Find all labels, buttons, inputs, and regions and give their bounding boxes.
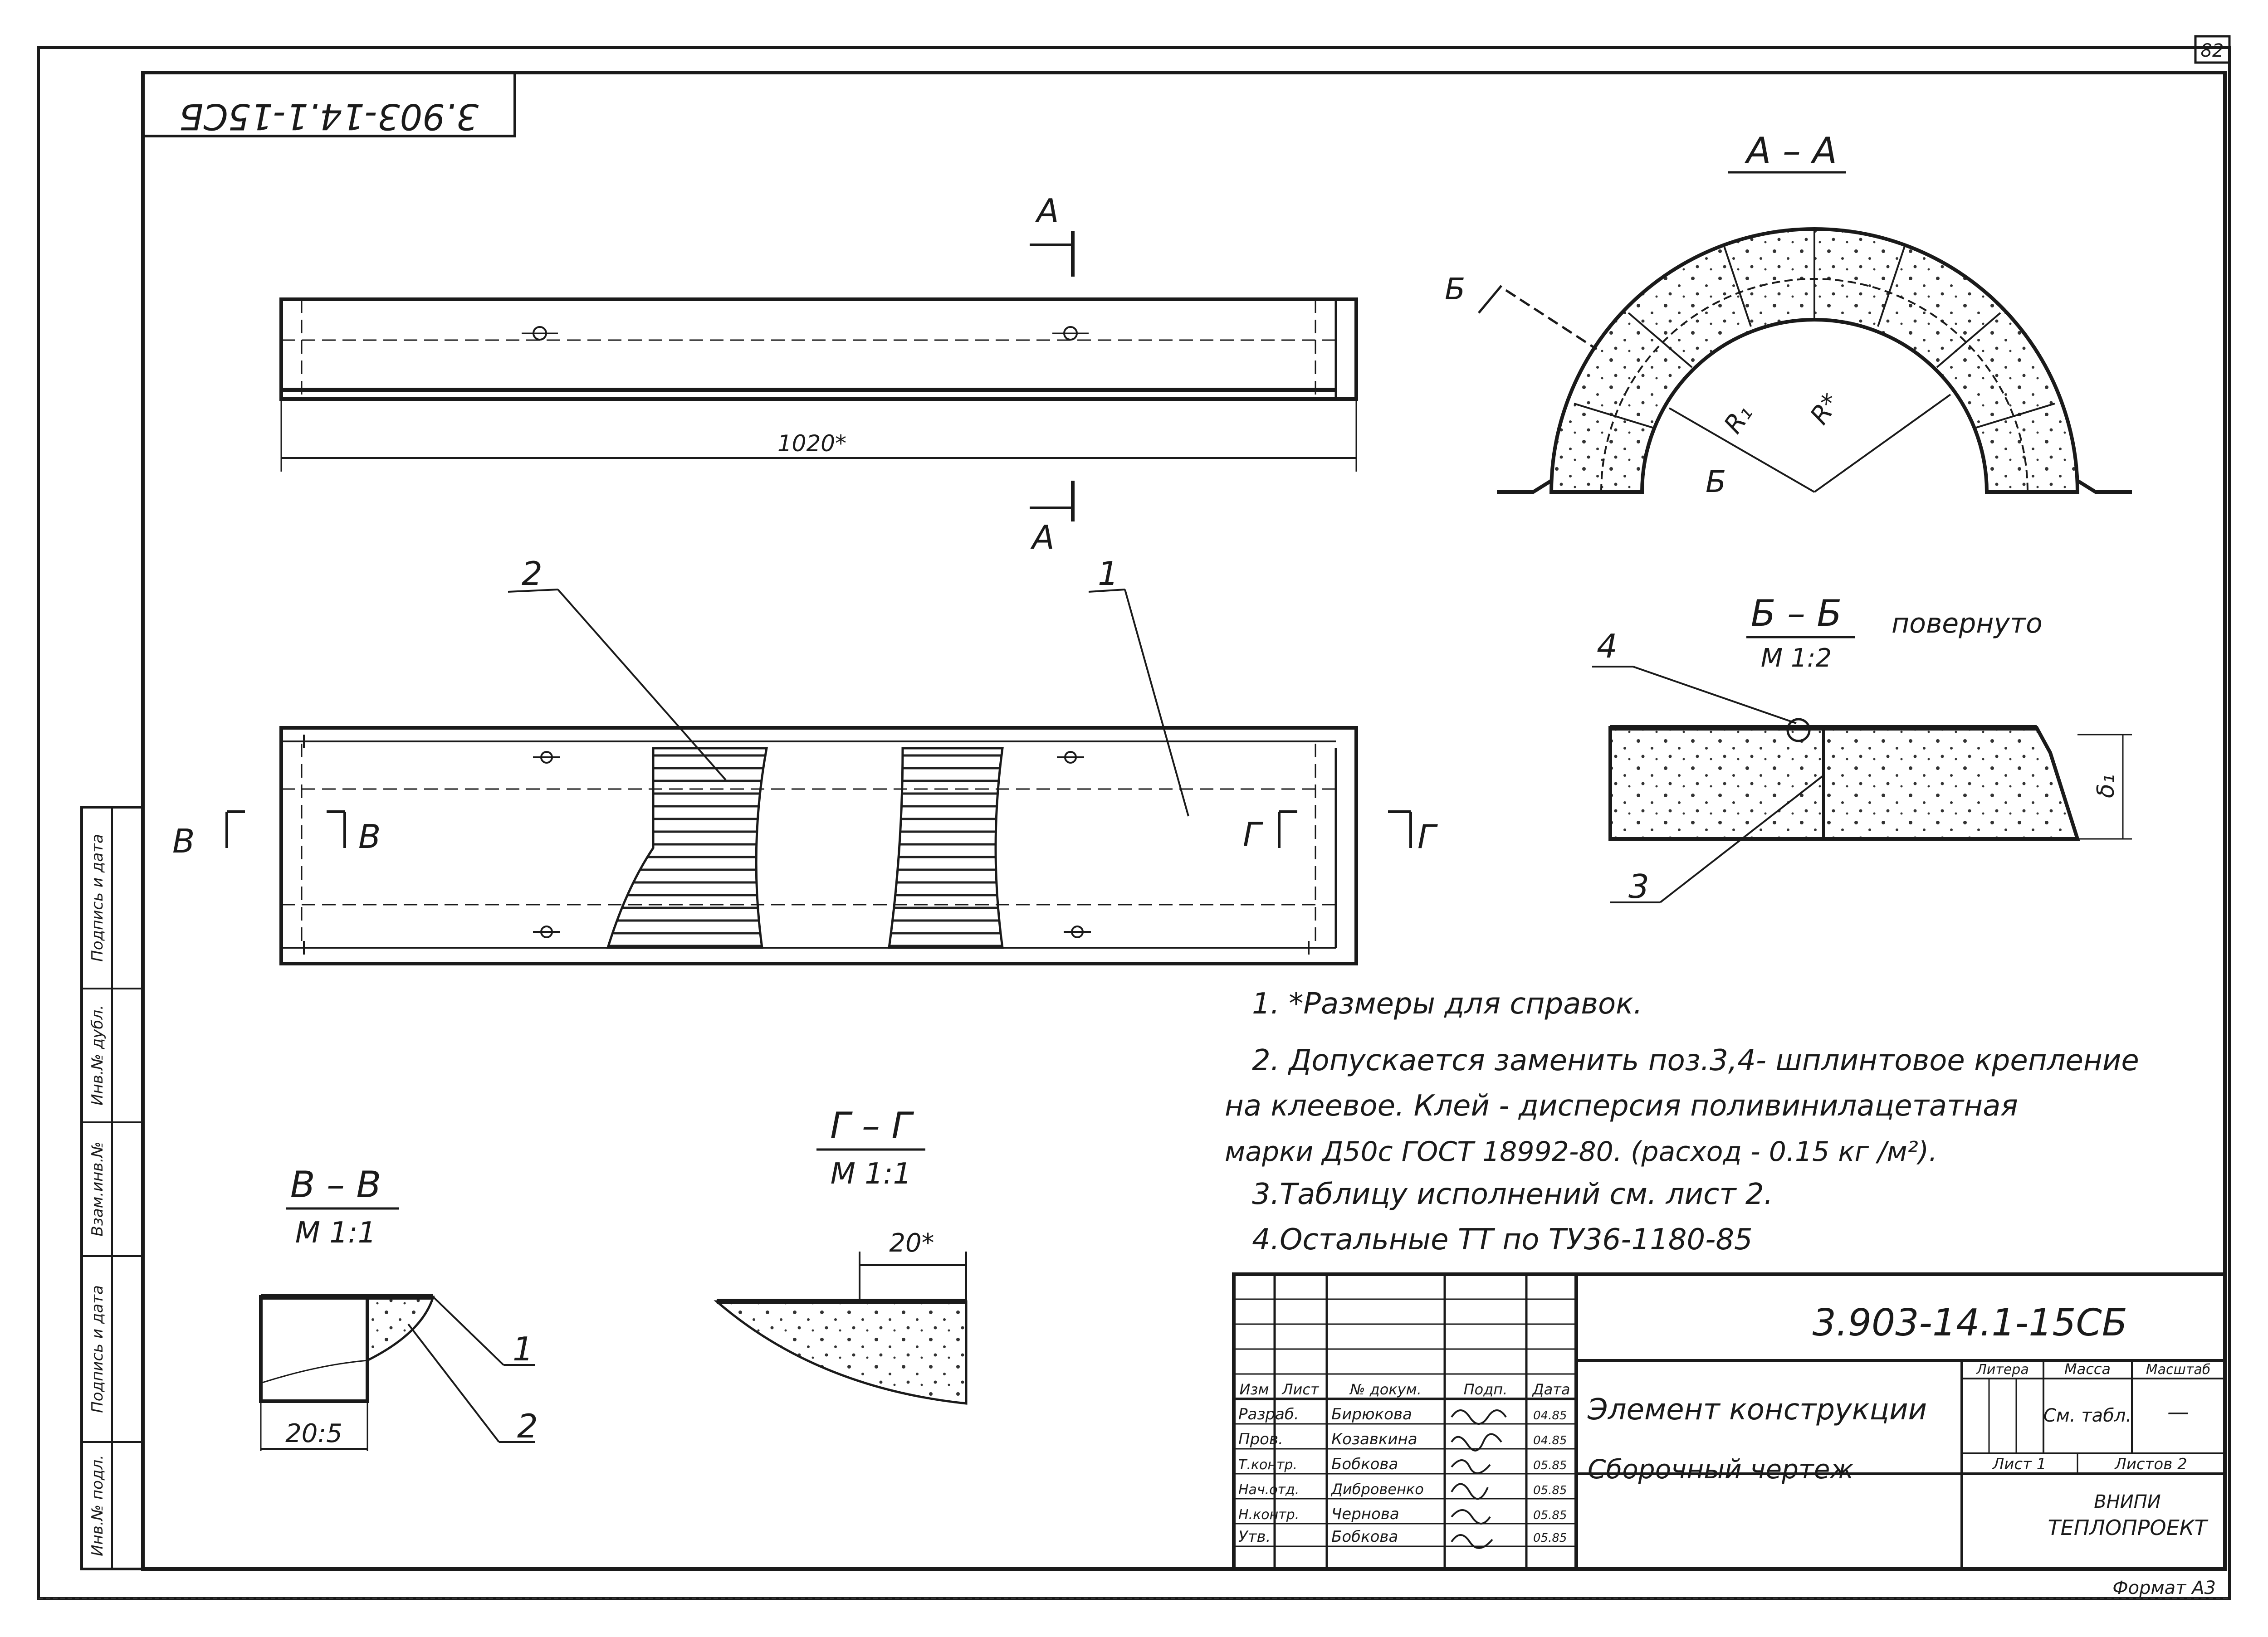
cut-v-left: В	[172, 822, 195, 860]
tb-head-izm: Изм	[1239, 1381, 1269, 1398]
label-r1: R₁	[1718, 399, 1758, 439]
tb-mass-value: См. табл.	[2043, 1405, 2131, 1426]
section-gg-title: Г – Г	[830, 1105, 914, 1147]
signatures	[1451, 1409, 1507, 1549]
notes-block: 1. *Размеры для справок. 2. Допускается …	[1225, 987, 2139, 1257]
tb-head-date: Дата	[1532, 1381, 1570, 1398]
tb-date-2: 05.85	[1533, 1459, 1567, 1472]
tb-sheets: Листов 2	[2114, 1455, 2187, 1473]
tb-head-doc: № докум.	[1349, 1381, 1422, 1398]
side-stamp-column: Инв.№ подл. Подпись и дата Взам.инв.№ Ин…	[80, 806, 144, 1570]
tb-role-2: Т.контр.	[1238, 1457, 1297, 1473]
cut-g-left: Г	[1243, 815, 1263, 853]
tb-sheet: Лист 1	[1992, 1455, 2047, 1473]
tb-org-2: ТЕПЛОПРОЕКТ	[2048, 1515, 2209, 1540]
note-3: 3.Таблицу исполнений см. лист 2.	[1252, 1178, 1773, 1211]
tb-mass-label: Масса	[2064, 1360, 2111, 1378]
tb-role-4: Н.контр.	[1238, 1507, 1299, 1523]
section-aa-title: А – А	[1744, 130, 1837, 172]
tb-title-1: Элемент конструкции	[1587, 1393, 1927, 1427]
side-stamp-signature-1: Подпись и дата	[88, 1285, 107, 1413]
cut-g-right: Г	[1418, 818, 1438, 856]
tb-name-0: Бирюкова	[1331, 1405, 1412, 1423]
tb-role-0: Разраб.	[1238, 1405, 1299, 1423]
section-bb-note: повернуто	[1892, 608, 2043, 639]
tb-doc-number: 3.903-14.1-15СБ	[1813, 1301, 2127, 1345]
callout-2-vv: 2	[517, 1407, 538, 1445]
section-vv-scale: М 1:1	[295, 1216, 376, 1250]
tb-role-3: Нач.отд.	[1238, 1482, 1299, 1498]
section-aa: А – А Б Б R₁ R*	[1445, 130, 2132, 499]
side-stamp-signature-2: Подпись и дата	[88, 834, 107, 962]
title-block: Изм Лист № докум. Подп. Дата Разраб. Бир…	[1232, 1272, 2227, 1571]
tb-scale-value: —	[2167, 1399, 2189, 1425]
tb-org-1: ВНИПИ	[2094, 1491, 2160, 1512]
tb-date-5: 05.85	[1533, 1531, 1567, 1545]
tb-role-5: Утв.	[1238, 1528, 1271, 1546]
label-b-bottom: Б	[1706, 464, 1726, 499]
dim-20star: 20*	[889, 1228, 934, 1258]
section-bb-scale: М 1:2	[1761, 643, 1832, 673]
label-delta1: δ₁	[2092, 774, 2120, 798]
callout-4: 4	[1597, 627, 1618, 665]
callout-2-front: 2	[522, 555, 543, 593]
dim-20-5: 20:5	[285, 1419, 342, 1448]
page-number-box: 82	[2194, 35, 2231, 64]
tb-name-2: Бобкова	[1331, 1455, 1398, 1473]
tb-title-2: Сборочный чертеж	[1588, 1454, 1854, 1485]
tb-date-0: 04.85	[1533, 1409, 1567, 1423]
page-number: 82	[2201, 40, 2224, 61]
label-b-top: Б	[1445, 272, 1465, 307]
tb-name-4: Чернова	[1331, 1505, 1399, 1523]
note-2-cont-a: на клеевое. Клей - дисперсия поливинилац…	[1225, 1089, 2018, 1123]
note-2-cont-b: марки Д50с ГОСТ 18992-80. (расход - 0.15…	[1225, 1136, 1937, 1168]
cut-a-bottom: А	[1030, 518, 1054, 556]
section-gg: Г – Г М 1:1 20*	[714, 1105, 968, 1405]
tb-date-1: 04.85	[1533, 1434, 1567, 1447]
section-bb-title: Б – Б	[1751, 592, 1842, 634]
tb-head-sign: Подп.	[1464, 1381, 1508, 1398]
section-gg-scale: М 1:1	[831, 1157, 912, 1191]
note-2: 2. Допускается заменить поз.3,4- шплинто…	[1252, 1044, 2139, 1077]
note-1: 1. *Размеры для справок.	[1252, 987, 1642, 1021]
tb-head-list: Лист	[1281, 1381, 1319, 1398]
side-stamp-inv-podl: Инв.№ подл.	[88, 1455, 107, 1556]
side-stamp-inv-dubl: Инв.№ дубл.	[88, 1005, 107, 1106]
note-4: 4.Остальные ТТ по ТУ36-1180-85	[1252, 1223, 1753, 1257]
tb-role-1: Пров.	[1238, 1430, 1283, 1448]
label-r: R*	[1804, 388, 1846, 430]
mirrored-code-stamp: 3.903-14.1-15СБ	[142, 71, 516, 137]
tb-name-3: Дибровенко	[1330, 1481, 1424, 1498]
tb-date-4: 05.85	[1533, 1509, 1567, 1522]
section-bb: Б – Б М 1:2 повернуто δ₁ 4 3	[1592, 592, 2132, 906]
mirrored-code: 3.903-14.1-15СБ	[179, 96, 479, 136]
section-vv-title: В – В	[290, 1164, 381, 1206]
section-vv: В – В М 1:1 20:5 1 2	[259, 1164, 538, 1451]
tb-litera-label: Литера	[1976, 1362, 2028, 1378]
callout-1-front: 1	[1098, 555, 1119, 593]
callout-1-vv: 1	[513, 1330, 533, 1368]
front-view: 2 1 В В Г Г	[172, 555, 1438, 965]
tb-date-3: 05.85	[1533, 1484, 1567, 1497]
cut-a-top: А	[1035, 192, 1059, 230]
dim-length: 1020*	[777, 430, 846, 457]
tb-name-1: Козавкина	[1331, 1430, 1418, 1448]
top-view: 1020* А А	[279, 192, 1358, 556]
tb-name-5: Бобкова	[1331, 1528, 1398, 1546]
format-label: Формат А3	[2112, 1578, 2216, 1598]
callout-3: 3	[1628, 867, 1649, 906]
tb-scale-label: Масштаб	[2146, 1362, 2211, 1378]
cut-v-right: В	[358, 818, 381, 856]
side-stamp-vzam-inv: Взам.инв.№	[88, 1141, 107, 1236]
